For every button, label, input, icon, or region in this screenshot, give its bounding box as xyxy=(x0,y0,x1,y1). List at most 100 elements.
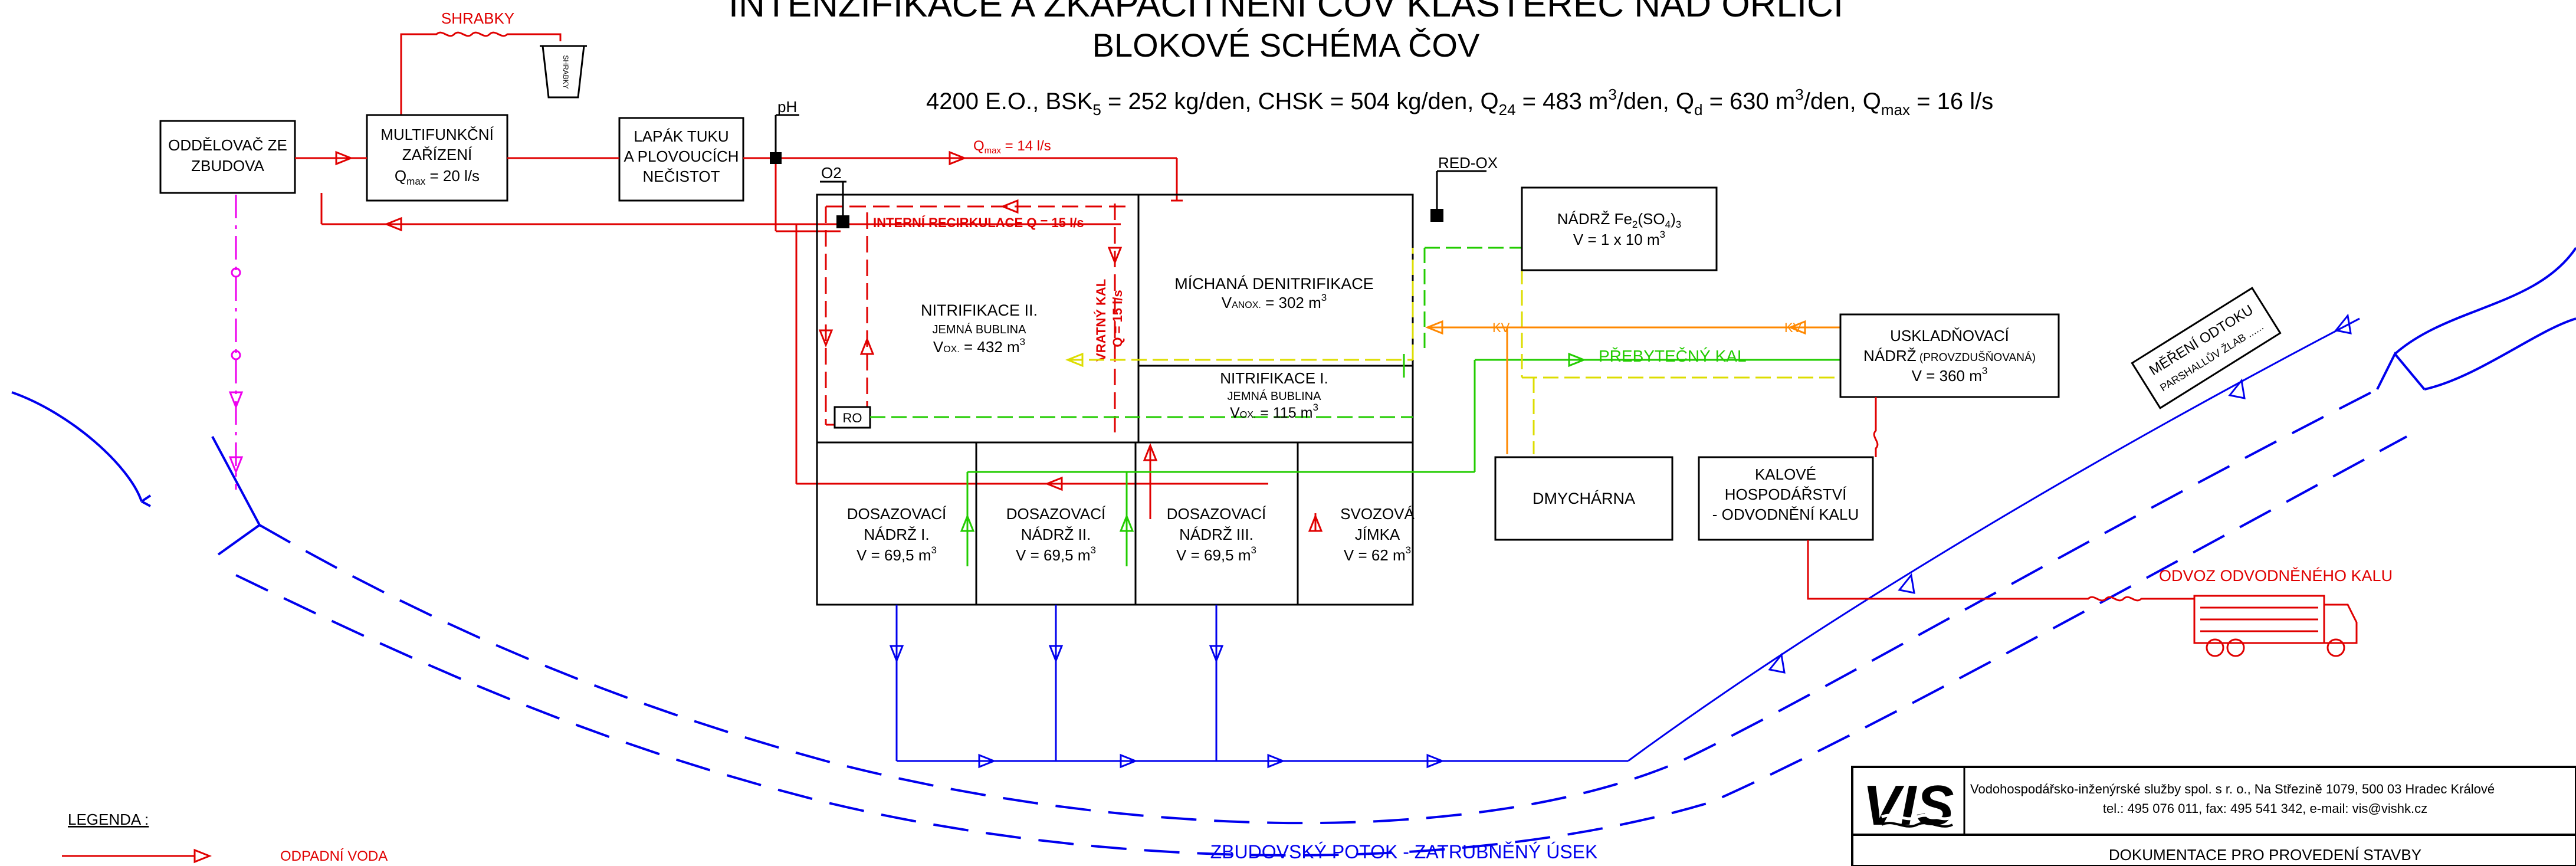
sludge-storage-tank-sub: NÁDRŽ (PROVZDUŠŇOVANÁ) xyxy=(1863,347,2036,365)
grease-trap-label-1: LAPÁK TUKU xyxy=(634,127,729,145)
sludge-arrow-1 xyxy=(960,513,975,532)
ph-label: pH xyxy=(777,98,797,116)
sludge-removal-label: ODVOZ ODVODNĚNÉHO KALU xyxy=(2159,566,2393,585)
effluent-lines xyxy=(889,313,2360,769)
return-sludge-label: VRATNÝ KAL Q = 15 l/s xyxy=(1094,275,1125,362)
redox-sensor xyxy=(1430,209,1443,222)
sludge-arrow-2 xyxy=(1119,513,1134,532)
svg-text:V = 62 m3: V = 62 m3 xyxy=(1344,544,1411,564)
collection-sump: SVOZOVÁ JÍMKA V = 62 m3 xyxy=(1340,505,1415,564)
nitrification-1-title: NITRIFIKACE I. xyxy=(1220,369,1328,387)
company-logo: VIS xyxy=(1863,774,1954,837)
page-title: INTENZIFIKACE A ZKAPACITNĚNÍ ČOV KLÁŠTER… xyxy=(729,0,1844,25)
document-type: DOKUMENTACE PRO PROVEDENÍ STAVBY xyxy=(2109,846,2421,864)
denitrification-volume: VANOX. = 302 m3 xyxy=(1222,292,1327,311)
svg-text:NÁDRŽ I.: NÁDRŽ I. xyxy=(864,526,929,543)
iron-sulfate-tank-title: NÁDRŽ Fe2(SO4)3 xyxy=(1557,210,1681,230)
grease-trap-label-2: A PLOVOUCÍCH xyxy=(624,147,739,165)
nitrification-1-volume: VOX. = 115 m3 xyxy=(1230,402,1318,421)
sludge-lines xyxy=(870,247,1846,566)
svg-text:DOSAZOVACÍ: DOSAZOVACÍ xyxy=(1006,505,1106,523)
flow-measurement-flume: MĚŘENÍ ODTOKU PARSHALLŮV ŽLAB ...... xyxy=(2131,287,2282,409)
grease-trap-box xyxy=(618,117,744,202)
svg-text:NÁDRŽ III.: NÁDRŽ III. xyxy=(1179,526,1253,543)
internal-recirculation-label: INTERNÍ RECIRKULACE Q = 15 l/s xyxy=(873,215,1084,230)
svg-text:DOSAZOVACÍ: DOSAZOVACÍ xyxy=(1167,505,1266,523)
screenings-line xyxy=(400,31,562,115)
grease-trap-label-3: NEČISTOT xyxy=(643,168,720,185)
multifunction-label-2: ZAŘÍZENÍ xyxy=(402,146,472,163)
sludge-management-label-3: - ODVODNĚNÍ KALU xyxy=(1712,506,1859,523)
recirc-arrow-4 xyxy=(1000,199,1019,214)
separator-label-1: ODDĚLOVAČ ZE xyxy=(168,136,287,154)
truck-icon xyxy=(2193,595,2358,657)
sludge-storage-tank-title: USKLADŇOVACÍ xyxy=(1890,327,2010,345)
ro-label: RO xyxy=(843,411,862,425)
screenings-bin-label: SHRABKY xyxy=(562,55,570,88)
air-arrow-1 xyxy=(1425,320,1443,335)
air-kv-lines xyxy=(1428,326,1840,454)
nitrification-2-title: NITRIFIKACE II. xyxy=(921,301,1038,319)
recirc-arrow-2 xyxy=(818,329,833,348)
svg-text:SVOZOVÁ: SVOZOVÁ xyxy=(1340,505,1415,523)
separator-label-2: ZBUDOVA xyxy=(191,157,264,175)
sludge-management-label-2: HOSPODÁŘSTVÍ xyxy=(1725,486,1847,503)
clarifier-2: DOSAZOVACÍ NÁDRŽ II. V = 69,5 m3 xyxy=(1006,505,1106,564)
recirc-arrow-1 xyxy=(1107,247,1123,265)
design-parameters: 4200 E.O., BSK5 = 252 kg/den, CHSK = 504… xyxy=(926,86,1993,119)
svg-text:DOSAZOVACÍ: DOSAZOVACÍ xyxy=(847,505,947,523)
o2-label: O2 xyxy=(821,164,842,182)
nitrification-1-sub: JEMNÁ BUBLINA xyxy=(1228,389,1322,403)
svg-text:VIS: VIS xyxy=(1863,774,1954,837)
legend-wastewater-label: ODPADNÍ VODA xyxy=(280,848,388,864)
kv-label-1: KV xyxy=(1492,320,1510,335)
ph-sensor xyxy=(770,152,782,164)
clarifier-3: DOSAZOVACÍ NÁDRŽ III. V = 69,5 m3 xyxy=(1167,505,1266,564)
sludge-arrow-3 xyxy=(1568,352,1587,368)
company-name: Vodohospodářsko-inženýrské služby spol. … xyxy=(1970,782,2495,796)
separator-box xyxy=(159,120,296,194)
svg-text:JÍMKA: JÍMKA xyxy=(1355,526,1400,543)
nitrification-2-volume: VOX. = 432 m3 xyxy=(933,336,1025,356)
nitrification-2-sub: JEMNÁ BUBLINA xyxy=(933,323,1027,336)
multifunction-label-1: MULTIFUNKČNÍ xyxy=(380,126,494,143)
sludge-storage-tank-box xyxy=(1839,313,2060,398)
sludge-management-box xyxy=(1698,456,1874,541)
recirc-arrow-3 xyxy=(859,336,875,355)
sludge-management-label-1: KALOVÉ xyxy=(1755,465,1816,483)
stream-label: ZBUDOVSKÝ POTOK - ZATRUBNĚNÝ ÚSEK xyxy=(1210,841,1598,862)
svg-text:V = 69,5 m3: V = 69,5 m3 xyxy=(1016,544,1096,564)
blower-house-label: DMYCHÁRNA xyxy=(1533,490,1635,507)
company-contact: tel.: 495 076 011, fax: 495 541 342, e-m… xyxy=(2103,801,2427,816)
page-subtitle: BLOKOVÉ SCHÉMA ČOV xyxy=(1092,27,1480,64)
excess-sludge-label: PŘEBYTEČNÝ KAL xyxy=(1599,347,1747,365)
sludge-removal-line xyxy=(1807,540,2194,602)
o2-sensor xyxy=(836,215,849,228)
iron-sulfate-tank-box xyxy=(1521,186,1718,271)
tank-block-outline xyxy=(816,193,1414,606)
legend-title: LEGENDA : xyxy=(68,811,149,828)
legend-wastewater-arrow xyxy=(193,848,212,864)
redox-label: RED-OX xyxy=(1438,154,1498,172)
blower-house-box xyxy=(1494,456,1673,541)
chemical-dosing-lines xyxy=(1068,248,1840,454)
storage-to-sludge-line xyxy=(1873,397,1879,457)
svg-text:V = 69,5 m3: V = 69,5 m3 xyxy=(857,544,937,564)
qmax-line-label: Qmax = 14 l/s xyxy=(973,138,1051,156)
stream-channel xyxy=(11,247,2576,857)
clarifier-1: DOSAZOVACÍ NÁDRŽ I. V = 69,5 m3 xyxy=(847,505,947,564)
svg-text:NÁDRŽ II.: NÁDRŽ II. xyxy=(1021,526,1091,543)
wastewater-lines xyxy=(295,150,1323,532)
title-block xyxy=(1851,766,2576,866)
screenings-bin-icon xyxy=(540,45,587,99)
iron-sulfate-tank-volume: V = 1 x 10 m3 xyxy=(1573,229,1665,248)
kv-label-2: KV xyxy=(1784,320,1802,335)
air-arrow-2 xyxy=(1787,320,1806,335)
multifunction-capacity: Qmax = 20 l/s xyxy=(395,167,480,187)
screenings-label: SHRABKY xyxy=(441,9,514,27)
denitrification-title: MÍCHANÁ DENITRIFIKACE xyxy=(1174,275,1374,293)
chemical-arrow xyxy=(1065,352,1084,368)
svg-text:V = 69,5 m3: V = 69,5 m3 xyxy=(1176,544,1256,564)
separator-overflow-line xyxy=(228,195,244,490)
